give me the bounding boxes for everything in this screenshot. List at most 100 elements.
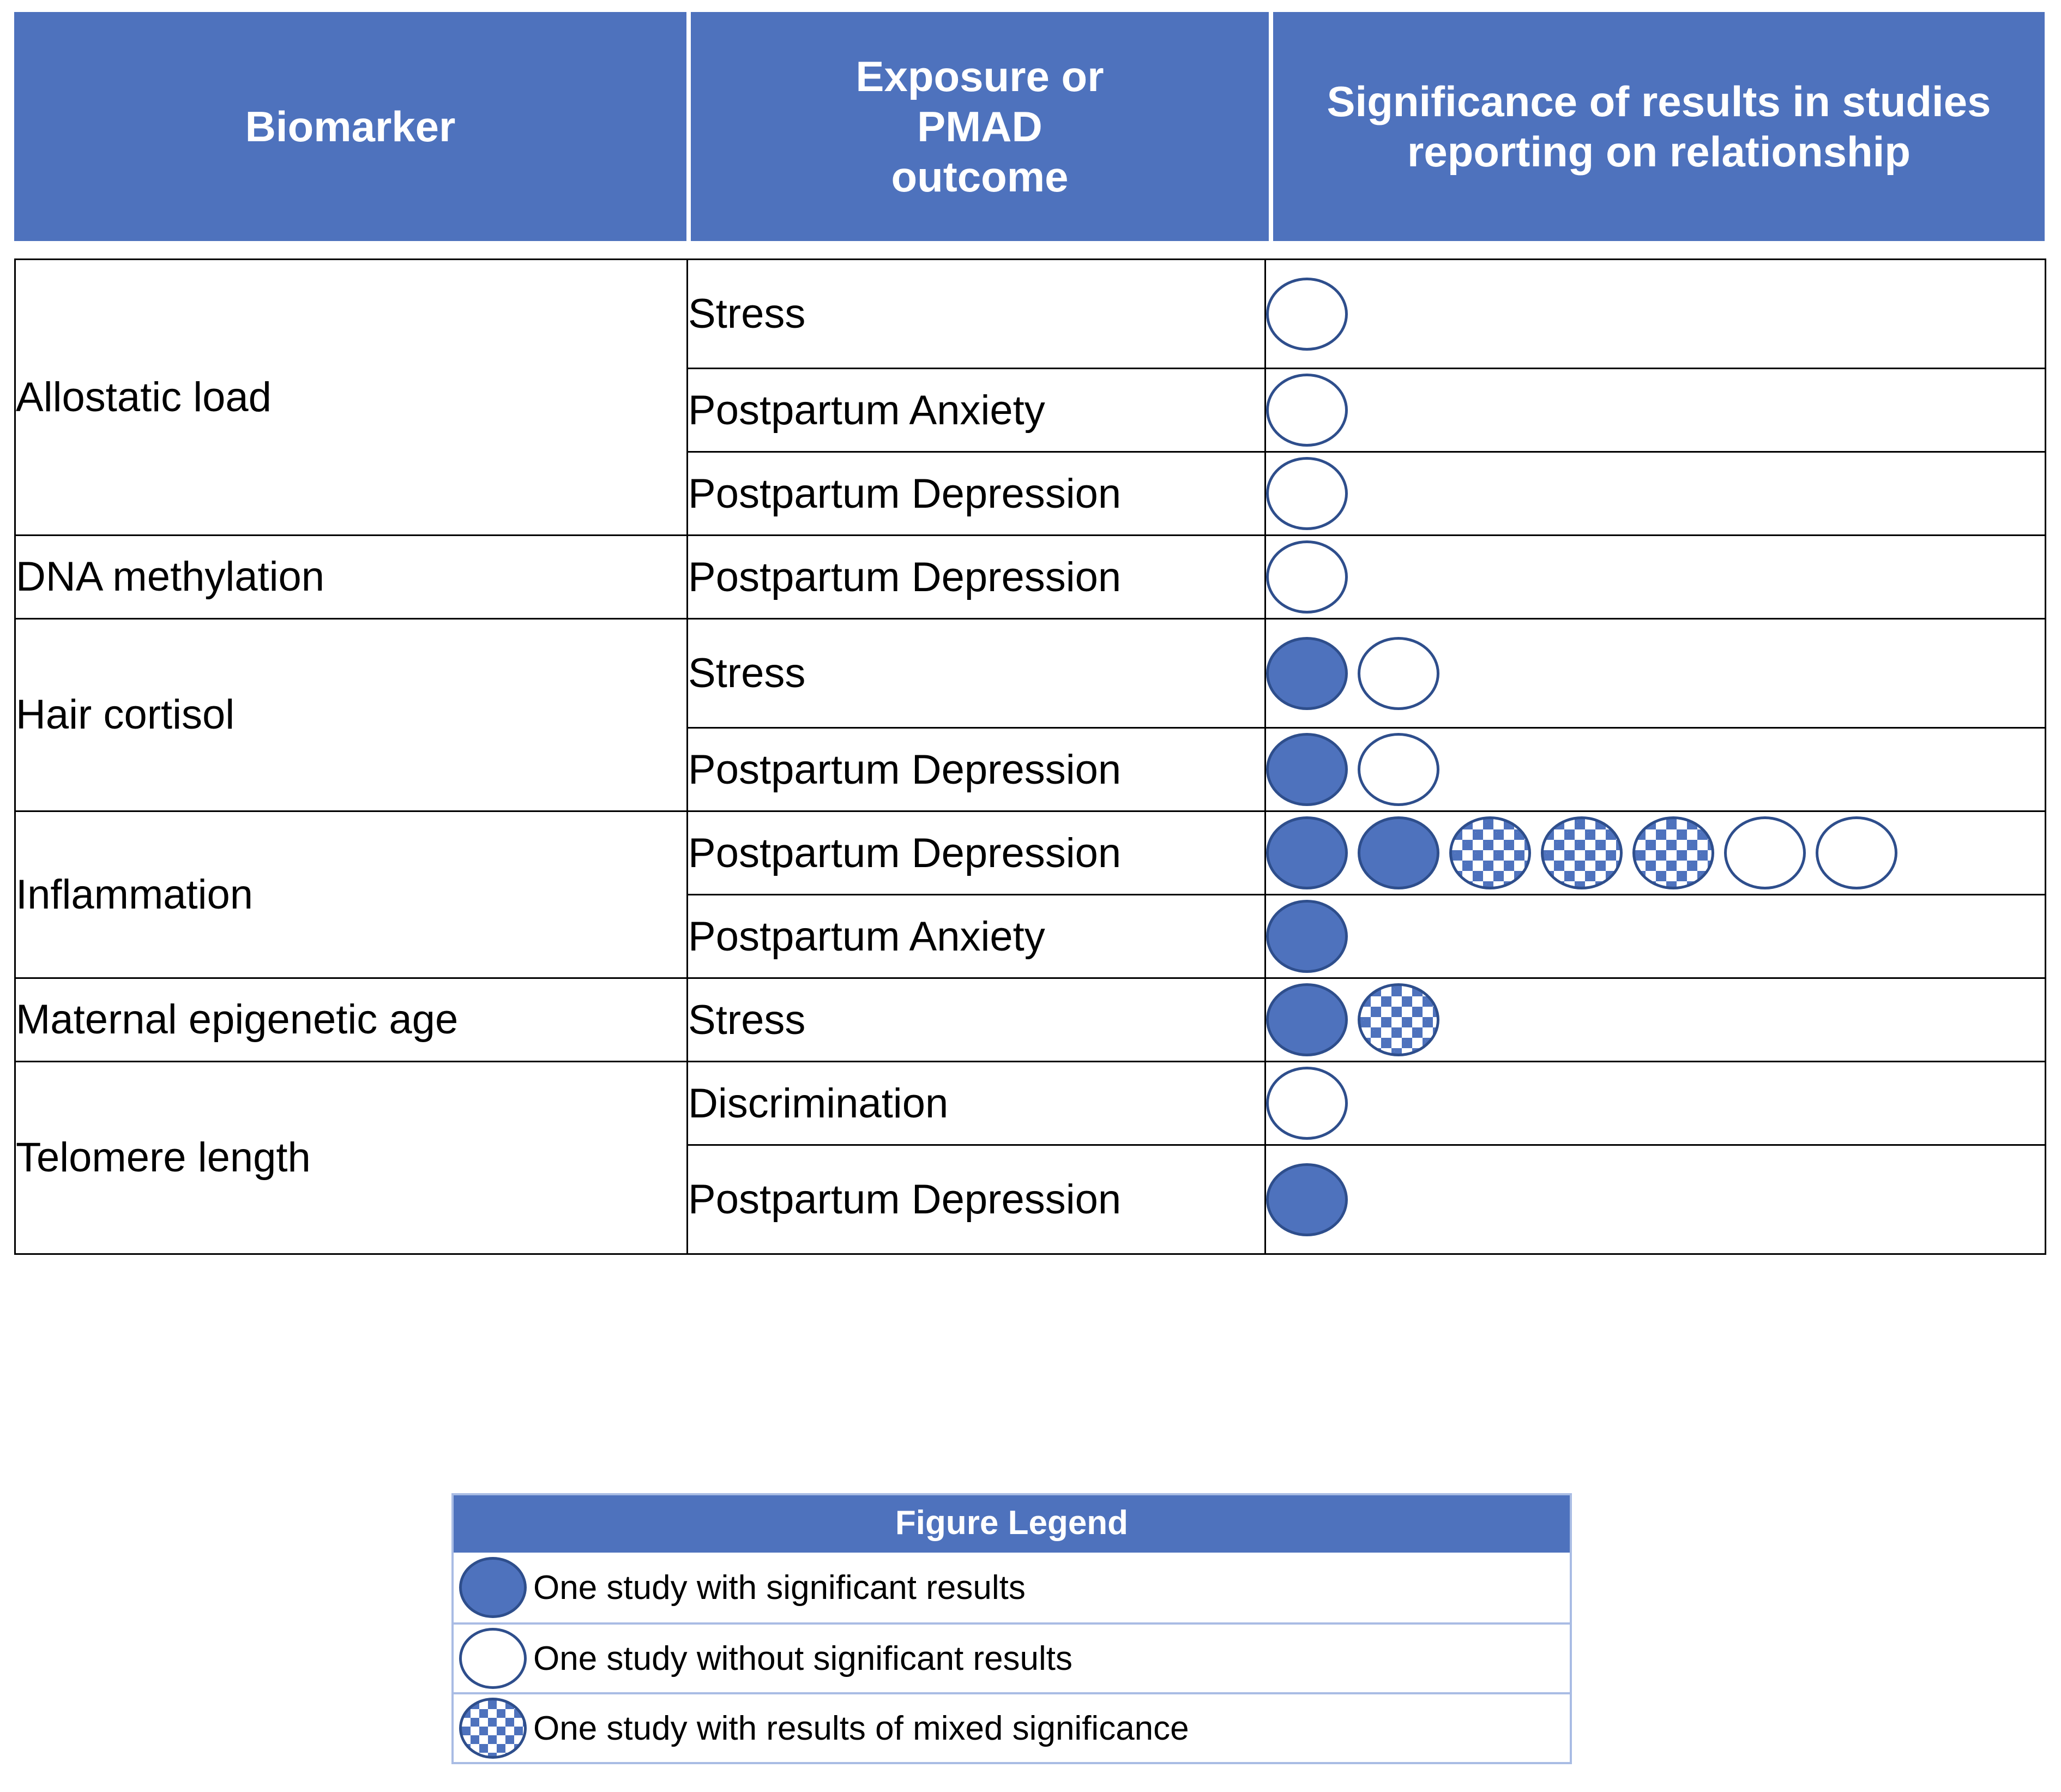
cell-significance-markers <box>1264 1061 2046 1146</box>
column-header-significance: Significance of results in studies repor… <box>1273 12 2045 241</box>
cell-significance-markers <box>1264 810 2046 895</box>
biomarker-label: Maternal epigenetic age <box>16 996 459 1043</box>
cell-significance-markers <box>1264 451 2046 536</box>
cell-biomarker: Inflammation <box>14 810 688 979</box>
column-header-outcome-line1: Exposure or <box>855 52 1104 100</box>
study-marker-empty-icon <box>1358 733 1439 806</box>
study-marker-empty-icon <box>1266 374 1348 447</box>
marker-group <box>1266 636 2045 710</box>
legend-item: One study without significant results <box>454 1622 1570 1692</box>
legend-marker-mixed-icon <box>459 1698 527 1759</box>
cell-outcome: Postpartum Anxiety <box>686 894 1266 979</box>
outcome-label: Postpartum Depression <box>688 746 1122 793</box>
cell-outcome: Postpartum Depression <box>686 727 1266 812</box>
study-marker-empty-icon <box>1266 540 1348 614</box>
cell-biomarker: Hair cortisol <box>14 618 688 812</box>
cell-outcome: Stress <box>686 258 1266 369</box>
study-marker-mixed-icon <box>1449 816 1531 889</box>
cell-outcome: Postpartum Depression <box>686 451 1266 536</box>
table-row: Postpartum Depression <box>15 727 2046 812</box>
column-header-significance-line2: reporting on relationship <box>1407 128 1911 176</box>
marker-group <box>1266 1067 2045 1140</box>
marker-group <box>1266 374 2045 447</box>
study-marker-empty-icon <box>1358 636 1439 710</box>
outcome-label: Discrimination <box>688 1080 949 1127</box>
biomarker-label: Allostatic load <box>16 374 272 420</box>
outcome-label: Stress <box>688 650 806 696</box>
study-marker-filled-icon <box>1266 816 1348 889</box>
legend-marker-filled-icon <box>459 1557 527 1619</box>
figure-legend: Figure Legend One study with significant… <box>451 1493 1572 1765</box>
study-marker-mixed-icon <box>1632 816 1714 889</box>
cell-outcome: Postpartum Depression <box>686 1144 1266 1255</box>
table-row: Postpartum Depression <box>15 451 2046 536</box>
column-header-biomarker-label: Biomarker <box>245 102 456 151</box>
marker-group <box>1266 983 2045 1056</box>
cell-significance-markers <box>1264 1144 2046 1255</box>
cell-outcome: Postpartum Depression <box>686 534 1266 620</box>
outcome-label: Postpartum Anxiety <box>688 913 1045 960</box>
table-row: Postpartum Depression <box>15 1144 2046 1255</box>
legend-item-label: One study with results of mixed signific… <box>533 1709 1189 1747</box>
study-marker-empty-icon <box>1266 277 1348 351</box>
study-marker-filled-icon <box>1358 816 1439 889</box>
column-header-biomarker: Biomarker <box>14 12 686 241</box>
outcome-label: Stress <box>688 291 806 337</box>
study-marker-filled-icon <box>1266 1163 1348 1236</box>
cell-significance-markers <box>1264 368 2046 453</box>
cell-significance-markers <box>1264 258 2046 369</box>
biomarker-label: DNA methylation <box>16 554 325 600</box>
marker-group <box>1266 1163 2045 1236</box>
study-marker-filled-icon <box>1266 636 1348 710</box>
legend-item-label: One study without significant results <box>533 1639 1073 1677</box>
table-header-band: Biomarker Exposure or PMAD outcome Signi… <box>14 12 2045 241</box>
outcome-label: Postpartum Depression <box>688 829 1122 876</box>
study-marker-mixed-icon <box>1541 816 1623 889</box>
column-header-outcome-line3: outcome <box>891 153 1069 201</box>
legend-item: One study with results of mixed signific… <box>454 1692 1570 1762</box>
cell-significance-markers <box>1264 894 2046 979</box>
outcome-label: Postpartum Anxiety <box>688 387 1045 434</box>
legend-item: One study with significant results <box>454 1553 1570 1622</box>
cell-biomarker: Allostatic load <box>14 258 688 536</box>
marker-group <box>1266 733 2045 806</box>
study-marker-empty-icon <box>1816 816 1897 889</box>
cell-significance-markers <box>1264 977 2046 1062</box>
biomarker-label: Hair cortisol <box>16 691 235 738</box>
study-marker-filled-icon <box>1266 733 1348 806</box>
cell-outcome: Stress <box>686 618 1266 729</box>
table-row: DNA methylation Postpartum Depression <box>14 534 2046 620</box>
marker-group <box>1266 540 2045 614</box>
table-row: Inflammation Postpartum Depression <box>14 810 2046 979</box>
cell-significance-markers <box>1264 534 2046 620</box>
marker-group <box>1266 816 2045 889</box>
study-marker-mixed-icon <box>1358 983 1439 1056</box>
table-row: Postpartum Anxiety <box>15 894 2046 979</box>
outcome-label: Postpartum Depression <box>688 554 1122 600</box>
outcome-label: Postpartum Depression <box>688 470 1122 517</box>
study-marker-filled-icon <box>1266 900 1348 973</box>
cell-biomarker: DNA methylation <box>14 534 688 620</box>
column-header-significance-line1: Significance of results in studies <box>1327 77 1991 125</box>
cell-outcome: Stress <box>686 977 1266 1062</box>
marker-group <box>1266 900 2045 973</box>
cell-outcome: Discrimination <box>686 1061 1266 1146</box>
table-row: Postpartum Anxiety <box>15 368 2046 453</box>
cell-biomarker: Maternal epigenetic age <box>14 977 688 1062</box>
table-row: Maternal epigenetic age Stress <box>14 977 2046 1062</box>
cell-significance-markers <box>1264 727 2046 812</box>
outcome-label: Stress <box>688 996 806 1043</box>
cell-outcome: Postpartum Depression <box>686 810 1266 895</box>
biomarker-label: Inflammation <box>16 871 254 918</box>
legend-marker-empty-icon <box>459 1628 527 1689</box>
table-row: Allostatic load Stress <box>14 258 2046 536</box>
marker-group <box>1266 277 2045 351</box>
column-header-outcome: Exposure or PMAD outcome <box>691 12 1269 241</box>
table-row: Hair cortisol Stress <box>14 618 2046 812</box>
study-marker-filled-icon <box>1266 983 1348 1056</box>
cell-outcome: Postpartum Anxiety <box>686 368 1266 453</box>
cell-significance-markers <box>1264 618 2046 729</box>
